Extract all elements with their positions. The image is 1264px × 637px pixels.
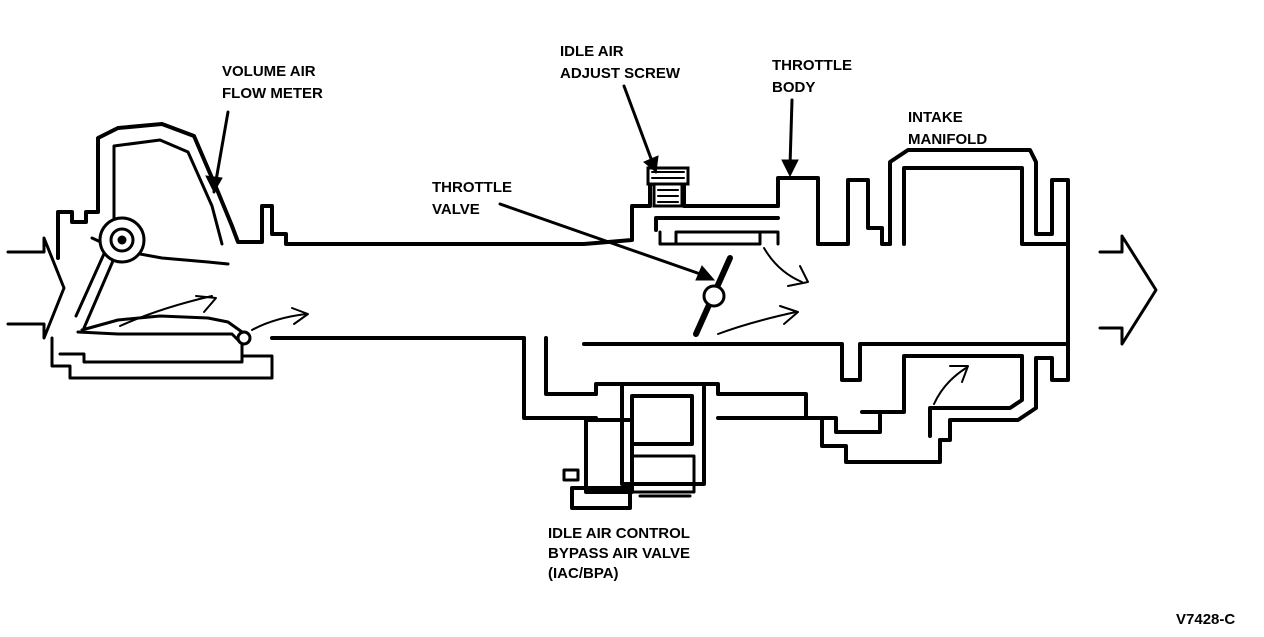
label-throttle-valve: THROTTLE VALVE	[432, 179, 516, 218]
idle-air-adjust-screw	[582, 166, 809, 287]
figure-code: V7428-C	[1176, 611, 1235, 628]
leader-throttle-valve	[498, 202, 708, 278]
label-iac-bpa: IDLE AIR CONTROL BYPASS AIR VALVE (IAC/B…	[548, 525, 694, 582]
label-intake-manifold: INTAKE MANIFOLD	[908, 109, 987, 148]
outlet-flow-arrow	[1098, 234, 1158, 346]
leader-throttle-body	[788, 98, 794, 168]
intake-manifold	[866, 148, 1070, 442]
inlet-flow-arrow	[6, 236, 66, 340]
leader-lines	[205, 84, 799, 281]
iac-bpa-valve	[562, 382, 706, 510]
throttle-valve	[693, 255, 799, 337]
label-idle-air-adjust-screw: IDLE AIR ADJUST SCREW	[560, 43, 681, 82]
label-throttle-body: THROTTLE BODY	[772, 57, 856, 96]
label-volume-air-flow-meter: VOLUME AIR FLOW METER	[222, 63, 323, 102]
main-duct	[270, 242, 598, 420]
volume-air-flow-meter	[50, 122, 346, 380]
leader-idle-air-adjust-screw	[622, 84, 658, 174]
